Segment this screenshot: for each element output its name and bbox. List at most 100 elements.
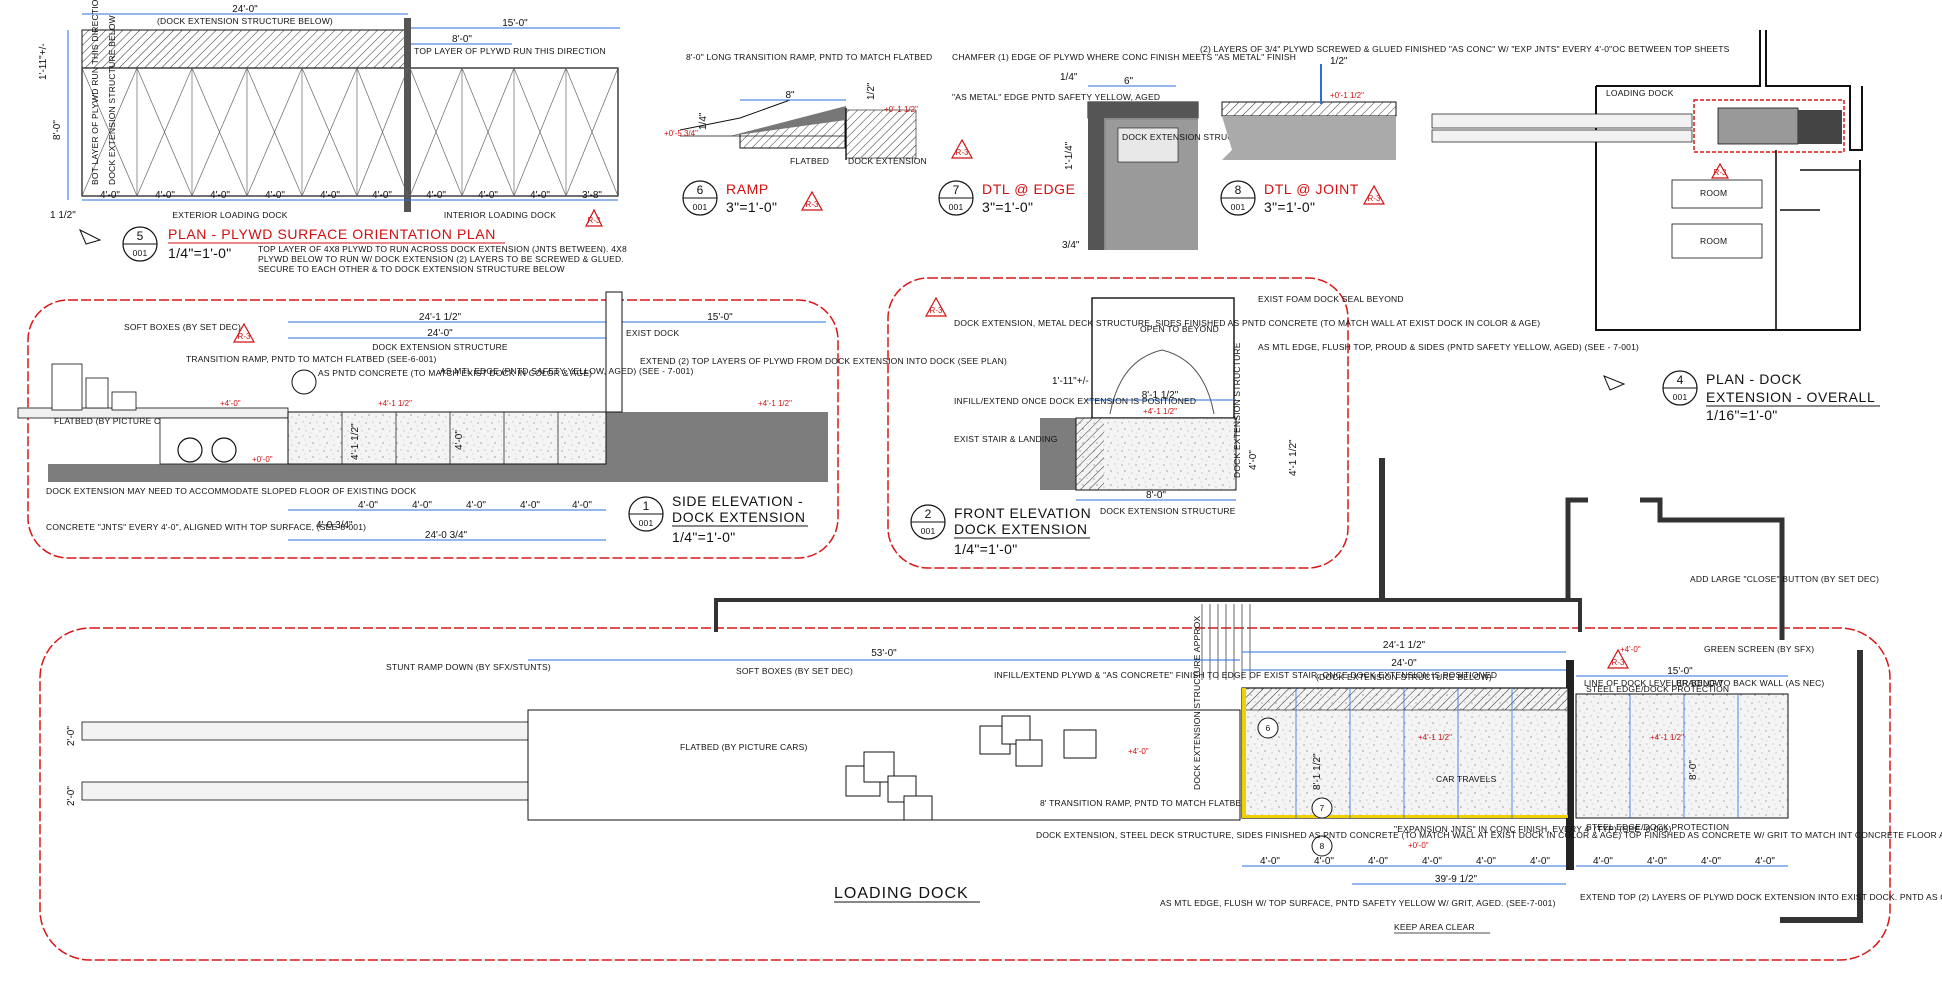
detail-scale: 3"=1'-0" <box>982 199 1033 215</box>
revision-tag: R-3 <box>238 332 251 341</box>
bottom-dim: 4'-0" <box>478 190 498 201</box>
label-struct: DOCK EXTENSION STRUCTURE <box>372 342 508 352</box>
sheet-number: 001 <box>693 202 708 212</box>
dim-left-bot: 1 1/2" <box>50 210 76 221</box>
sheet-number: 001 <box>921 526 936 536</box>
note-joints: CONCRETE "JNTS" EVERY 4'-0", ALIGNED WIT… <box>46 522 366 532</box>
elev-flat: +4'-0" <box>1128 747 1149 756</box>
desc-line-3: SECURE TO EACH OTHER & TO DOCK EXTENSION… <box>258 264 565 274</box>
label-interior: INTERIOR LOADING DOCK <box>444 210 556 220</box>
note-infill: INFILL/EXTEND PLYWD & "AS CONCRETE" FINI… <box>994 670 1497 680</box>
bottom-dim: 4'-0" <box>265 190 285 201</box>
detail-scale: 1/16"=1'-0" <box>1706 407 1778 423</box>
joint-note: (2) LAYERS OF 3/4" PLYWD SCREWED & GLUED… <box>1200 44 1730 54</box>
note-ramp: TRANSITION RAMP, PNTD TO MATCH FLATBED (… <box>186 354 437 364</box>
ramp-note: 8'-0" LONG TRANSITION RAMP, PNTD TO MATC… <box>686 52 932 62</box>
dim-4a: 4'-1 1/2" <box>1288 439 1299 476</box>
label-car: CAR TRAVELS <box>1436 774 1497 784</box>
label-dock-ext: DOCK EXTENSION <box>848 156 927 166</box>
detail-title-2: DOCK EXTENSION <box>672 509 806 525</box>
detail-number: 1 <box>643 499 650 513</box>
joint-dim: 1/2" <box>1330 56 1348 67</box>
detail-8-joint: (2) LAYERS OF 3/4" PLYWD SCREWED & GLUED… <box>1200 44 1730 216</box>
note-mtl: AS MTL EDGE (PNTD SAFETY YELLOW, AGED) (… <box>440 366 694 376</box>
dim-15: 15'-0" <box>1667 666 1693 677</box>
detail-5-plywd-plan: 24'-0" (DOCK EXTENSION STRUCTURE BELOW) … <box>38 0 627 274</box>
label-struct-v: DOCK EXTENSION STRUCTURE <box>1232 342 1242 478</box>
bottom-dim: 4'-0" <box>1647 856 1667 867</box>
dim-8: 8'-0" <box>452 34 472 45</box>
detail-number: 8 <box>1235 183 1242 197</box>
bottom-dim: 3'-8" <box>582 190 602 201</box>
detail-title: DTL @ JOINT <box>1264 181 1359 197</box>
bottom-dim: 4'-0" <box>320 190 340 201</box>
bottom-dim: 4'-0" <box>372 190 392 201</box>
bottom-dim: 4'-0" <box>1368 856 1388 867</box>
label-loading-dock: LOADING DOCK <box>1606 88 1674 98</box>
detail-7-edge: CHAMFER (1) EDGE OF PLYWD WHERE CONC FIN… <box>938 52 1296 251</box>
callout: 6 <box>1266 723 1271 733</box>
label-exterior: EXTERIOR LOADING DOCK <box>172 210 287 220</box>
detail-title: PLAN - PLYWD SURFACE ORIENTATION PLAN <box>168 226 496 242</box>
note-close: ADD LARGE "CLOSE" BUTTON (BY SET DEC) <box>1690 574 1879 584</box>
edge-note-1: CHAMFER (1) EDGE OF PLYWD WHERE CONC FIN… <box>952 52 1296 62</box>
bottom-dim: 4'-0" <box>1755 856 1775 867</box>
note-deck: DOCK EXTENSION, METAL DECK STRUCTURE, SI… <box>954 318 1540 328</box>
detail-title: DTL @ EDGE <box>982 181 1076 197</box>
sheet-number: 001 <box>1673 392 1688 402</box>
note-exp: "EXPANSION JNTS" IN CONC FINISH, EVERY 4… <box>1394 824 1672 834</box>
dim-left-top: 1'-11"+/- <box>38 43 49 80</box>
bottom-dim: 4'-0" <box>1701 856 1721 867</box>
note-soft: SOFT BOXES (BY SET DEC) <box>736 666 853 676</box>
detail-number: 7 <box>953 183 960 197</box>
dim-34: 4'-0 3/4" <box>316 520 353 531</box>
note-ramp: 8' TRANSITION RAMP, PNTD TO MATCH FLATBE… <box>1040 798 1300 808</box>
bottom-dim: 4'-0" <box>1530 856 1550 867</box>
north-arrow-icon <box>1603 375 1626 391</box>
dim-2b: 2'-0" <box>66 786 77 806</box>
sheet-number: 001 <box>639 518 654 528</box>
elev-4: +0'-0" <box>252 455 273 464</box>
detail-scale: 3"=1'-0" <box>726 199 777 215</box>
bottom-dim: 4'-0" <box>1260 856 1280 867</box>
bottom-dim: 4'-0" <box>155 190 175 201</box>
dim-24note: (DOCK EXTENSION STRUCTURE BELOW) <box>1316 672 1492 682</box>
room-label: ROOM <box>1700 188 1727 198</box>
elev-ext: +4'-1 1/2" <box>1418 733 1452 742</box>
joint-elev: +0'-1 1/2" <box>1330 91 1364 100</box>
revision-tag: R-3 <box>956 148 969 157</box>
detail-scale: 1/4"=1'-0" <box>954 541 1017 557</box>
bottom-dims: 4'-0" 4'-0" 4'-0" 4'-0" 4'-0" 4'-0" 4'-0… <box>100 190 602 201</box>
dim-total: 24'-0 3/4" <box>425 530 468 541</box>
bottom-dim: 4'-0" <box>1593 856 1613 867</box>
dim-right: 15'-0" <box>502 18 528 29</box>
note-leveler: LINE OF DOCK LEVELER BELOW <box>1584 678 1723 688</box>
sheet-number: 001 <box>949 202 964 212</box>
dim-11: 1'-11"+/- <box>1052 376 1089 387</box>
bottom-dim: 4'-0" <box>530 190 550 201</box>
bottom-dim: 4'-0" <box>466 500 486 511</box>
label-flatbed: FLATBED (BY PICTURE CARS) <box>54 416 181 426</box>
note-edge: AS MTL EDGE, FLUSH W/ TOP SURFACE, PNTD … <box>1160 898 1556 908</box>
dim-2a: 2'-0" <box>66 726 77 746</box>
bottom-dim: 4'-0" <box>210 190 230 201</box>
detail-number: 6 <box>697 183 704 197</box>
detail-scale: 1/4"=1'-0" <box>168 245 231 261</box>
callout: 7 <box>1320 803 1325 813</box>
dim-v: 1'-1/4" <box>1064 141 1075 170</box>
note-stair: EXIST STAIR & LANDING <box>954 434 1058 444</box>
label-exist-dock: EXIST DOCK <box>626 328 679 338</box>
revision-tag: R-3 <box>1368 194 1381 203</box>
ramp-dim-h: 1/4" <box>698 112 709 130</box>
detail-number: 5 <box>137 229 144 243</box>
label-edge-top: STEEL EDGE/DOCK PROTECTION <box>1586 684 1729 694</box>
note-slope: DOCK EXTENSION MAY NEED TO ACCOMMODATE S… <box>46 486 416 496</box>
detail-number: 2 <box>925 507 932 521</box>
elev-r: +4'-0" <box>1620 645 1641 654</box>
dim-34: 3/4" <box>1062 240 1080 251</box>
elev-right: +0'-1 1/2" <box>884 105 918 114</box>
dim-8v: 8'-1 1/2" <box>1312 753 1323 790</box>
detail-title-1: SIDE ELEVATION - <box>672 493 803 509</box>
room-label: ROOM <box>1700 236 1727 246</box>
note-edge: AS MTL EDGE, FLUSH TOP, PROUD & SIDES (P… <box>1258 342 1639 352</box>
